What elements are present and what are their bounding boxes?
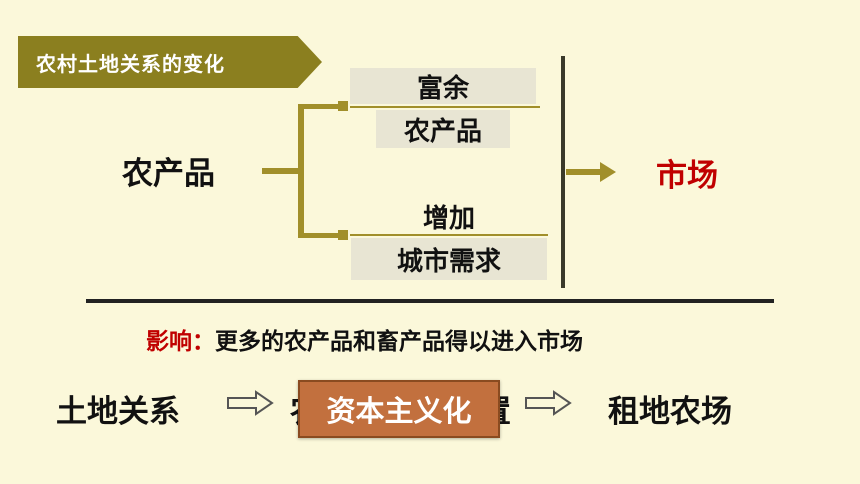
vertical-divider xyxy=(561,56,565,288)
surplus-line1: 富余 xyxy=(416,73,469,104)
hollow-arrow-icon-2 xyxy=(525,390,572,416)
surplus-line1-box: 富余 xyxy=(350,68,536,104)
bracket-bottom-node xyxy=(338,230,348,240)
hollow-arrow-icon-1 xyxy=(227,390,274,416)
section-title: 农村土地关系的变化 xyxy=(36,51,225,76)
capitalization-highlight: 资本主义化 xyxy=(298,380,500,438)
bracket-connector xyxy=(262,101,348,240)
bracket-bottom-arm xyxy=(298,233,342,238)
top-box-underline xyxy=(350,106,540,108)
horizontal-divider xyxy=(86,299,774,303)
impact-text: 更多的农产品和畜产品得以进入市场 xyxy=(215,329,583,355)
urban-demand: 城市需求 xyxy=(396,246,501,277)
tenant-farm-label: 租地农场 xyxy=(608,394,732,430)
urban-demand-box: 城市需求 xyxy=(351,238,547,280)
section-title-banner: 农村土地关系的变化 xyxy=(18,36,322,88)
bracket-top-arm xyxy=(298,104,342,109)
surplus-line2: 农产品 xyxy=(403,116,482,147)
bottom-box-underline xyxy=(350,234,548,236)
land-relation-label: 土地关系 xyxy=(56,394,180,430)
increase-text: 增加 xyxy=(423,204,476,234)
impact-line: 影响：更多的农产品和畜产品得以进入市场 xyxy=(146,322,583,356)
market-label: 市场 xyxy=(656,158,718,194)
bracket-vertical xyxy=(298,104,304,238)
bracket-top-node xyxy=(338,101,348,111)
capitalization-text: 资本主义化 xyxy=(326,394,472,428)
arrow-to-market-icon xyxy=(566,162,616,182)
bracket-stem xyxy=(262,168,302,174)
agricultural-products-label: 农产品 xyxy=(122,156,215,192)
surplus-line2-box: 农产品 xyxy=(376,110,510,148)
impact-label: 影响： xyxy=(146,329,215,355)
